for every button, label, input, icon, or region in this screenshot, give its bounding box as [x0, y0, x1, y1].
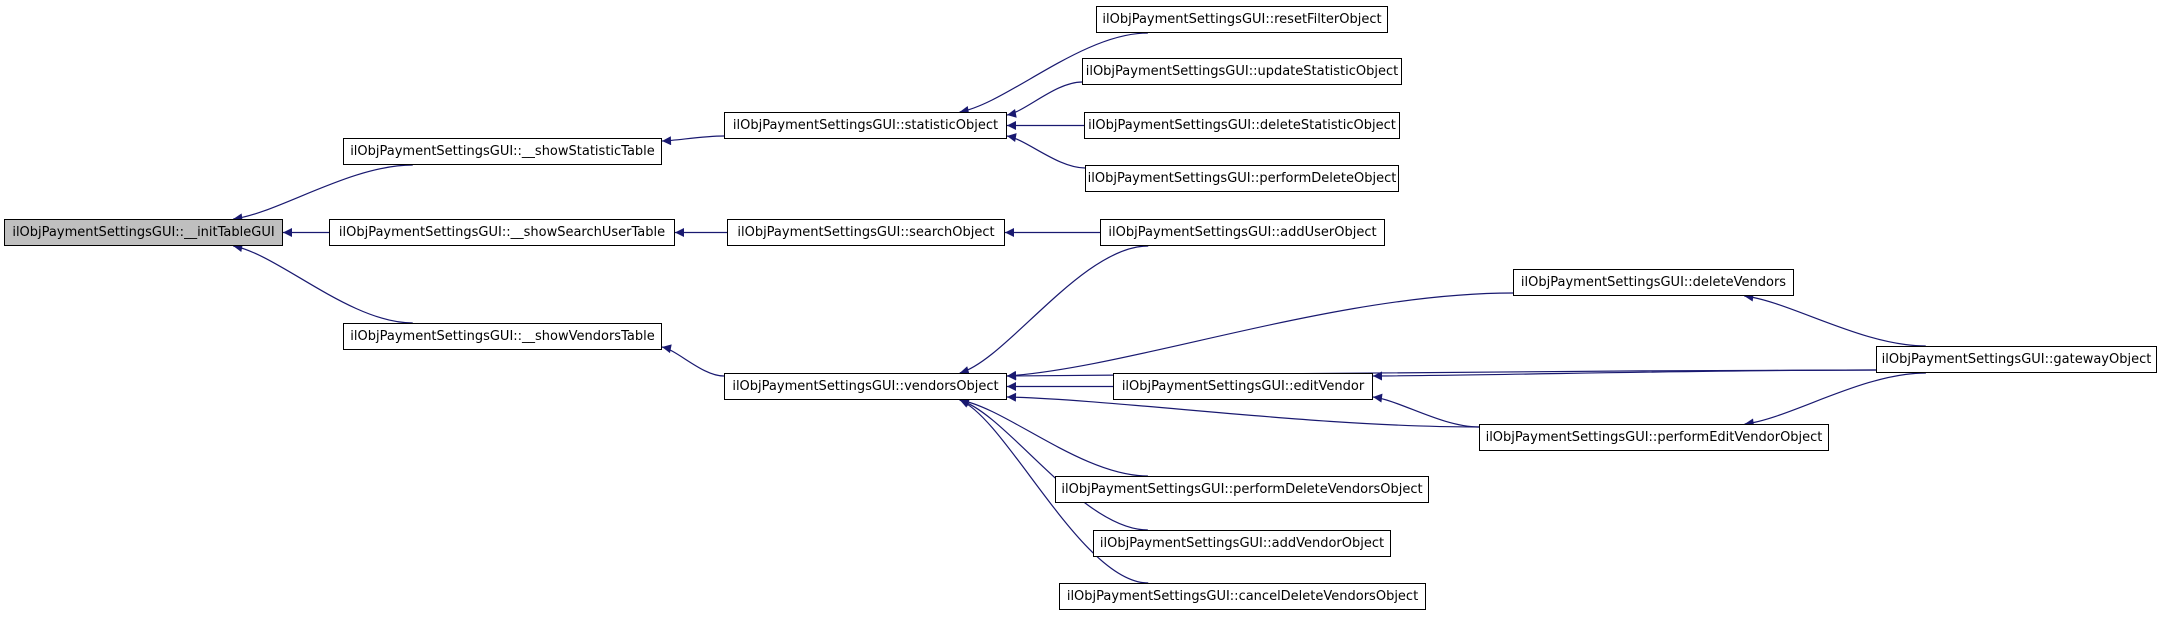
edge-n8-to-n5: [959, 32, 1148, 115]
node-perform-delete-vendors-object[interactable]: ilObjPaymentSettingsGUI::performDeleteVe…: [1055, 476, 1429, 503]
edge-n19-to-n13: [1744, 292, 1926, 347]
edge-n13-to-n7: [1006, 292, 1514, 380]
node-search-object[interactable]: ilObjPaymentSettingsGUI::searchObject: [727, 219, 1005, 246]
node-init-table-gui: ilObjPaymentSettingsGUI::__initTableGUI: [4, 219, 283, 246]
node-delete-statistic-object[interactable]: ilObjPaymentSettingsGUI::deleteStatistic…: [1084, 112, 1400, 139]
edge-n11-to-n5: [1006, 133, 1086, 169]
node-show-search-user-table[interactable]: ilObjPaymentSettingsGUI::__showSearchUse…: [329, 219, 675, 246]
edge-n5-to-n2: [661, 135, 725, 146]
edge-n15-to-n14: [1372, 393, 1480, 428]
node-cancel-delete-vendors-object[interactable]: ilObjPaymentSettingsGUI::cancelDeleteVen…: [1059, 583, 1426, 610]
node-reset-filter-object[interactable]: ilObjPaymentSettingsGUI::resetFilterObje…: [1096, 6, 1388, 33]
node-delete-vendors[interactable]: ilObjPaymentSettingsGUI::deleteVendors: [1513, 269, 1794, 296]
node-add-vendor-object[interactable]: ilObjPaymentSettingsGUI::addVendorObject: [1093, 530, 1391, 557]
node-gateway-object[interactable]: ilObjPaymentSettingsGUI::gatewayObject: [1876, 346, 2157, 373]
edge-n17-to-n7: [959, 398, 1148, 531]
edge-n15-to-n7: [1006, 392, 1480, 428]
edge-n12-to-n7: [959, 245, 1149, 375]
edge-n18-to-n7: [959, 399, 1149, 584]
edge-n4-to-n1: [233, 243, 413, 324]
edge-n19-to-n14: [1372, 369, 1877, 381]
edge-n19-to-n7: [1006, 369, 1877, 381]
edge-n16-to-n7: [959, 397, 1148, 477]
node-show-statistic-table[interactable]: ilObjPaymentSettingsGUI::__showStatistic…: [343, 138, 662, 165]
edge-n7-to-n4: [661, 344, 725, 377]
edge-n19-to-n15: [1744, 372, 1926, 428]
node-update-statistic-object[interactable]: ilObjPaymentSettingsGUI::updateStatistic…: [1082, 58, 1402, 85]
node-add-user-object[interactable]: ilObjPaymentSettingsGUI::addUserObject: [1100, 219, 1385, 246]
edge-n9-to-n5: [1006, 81, 1083, 118]
edge-n2-to-n1: [233, 164, 413, 223]
node-statistic-object[interactable]: ilObjPaymentSettingsGUI::statisticObject: [724, 112, 1007, 139]
node-perform-delete-object[interactable]: ilObjPaymentSettingsGUI::performDeleteOb…: [1085, 165, 1399, 192]
node-show-vendors-table[interactable]: ilObjPaymentSettingsGUI::__showVendorsTa…: [343, 323, 662, 350]
node-perform-edit-vendor-object[interactable]: ilObjPaymentSettingsGUI::performEditVend…: [1479, 424, 1829, 451]
node-vendors-object[interactable]: ilObjPaymentSettingsGUI::vendorsObject: [724, 373, 1007, 400]
node-edit-vendor[interactable]: ilObjPaymentSettingsGUI::editVendor: [1113, 373, 1373, 400]
